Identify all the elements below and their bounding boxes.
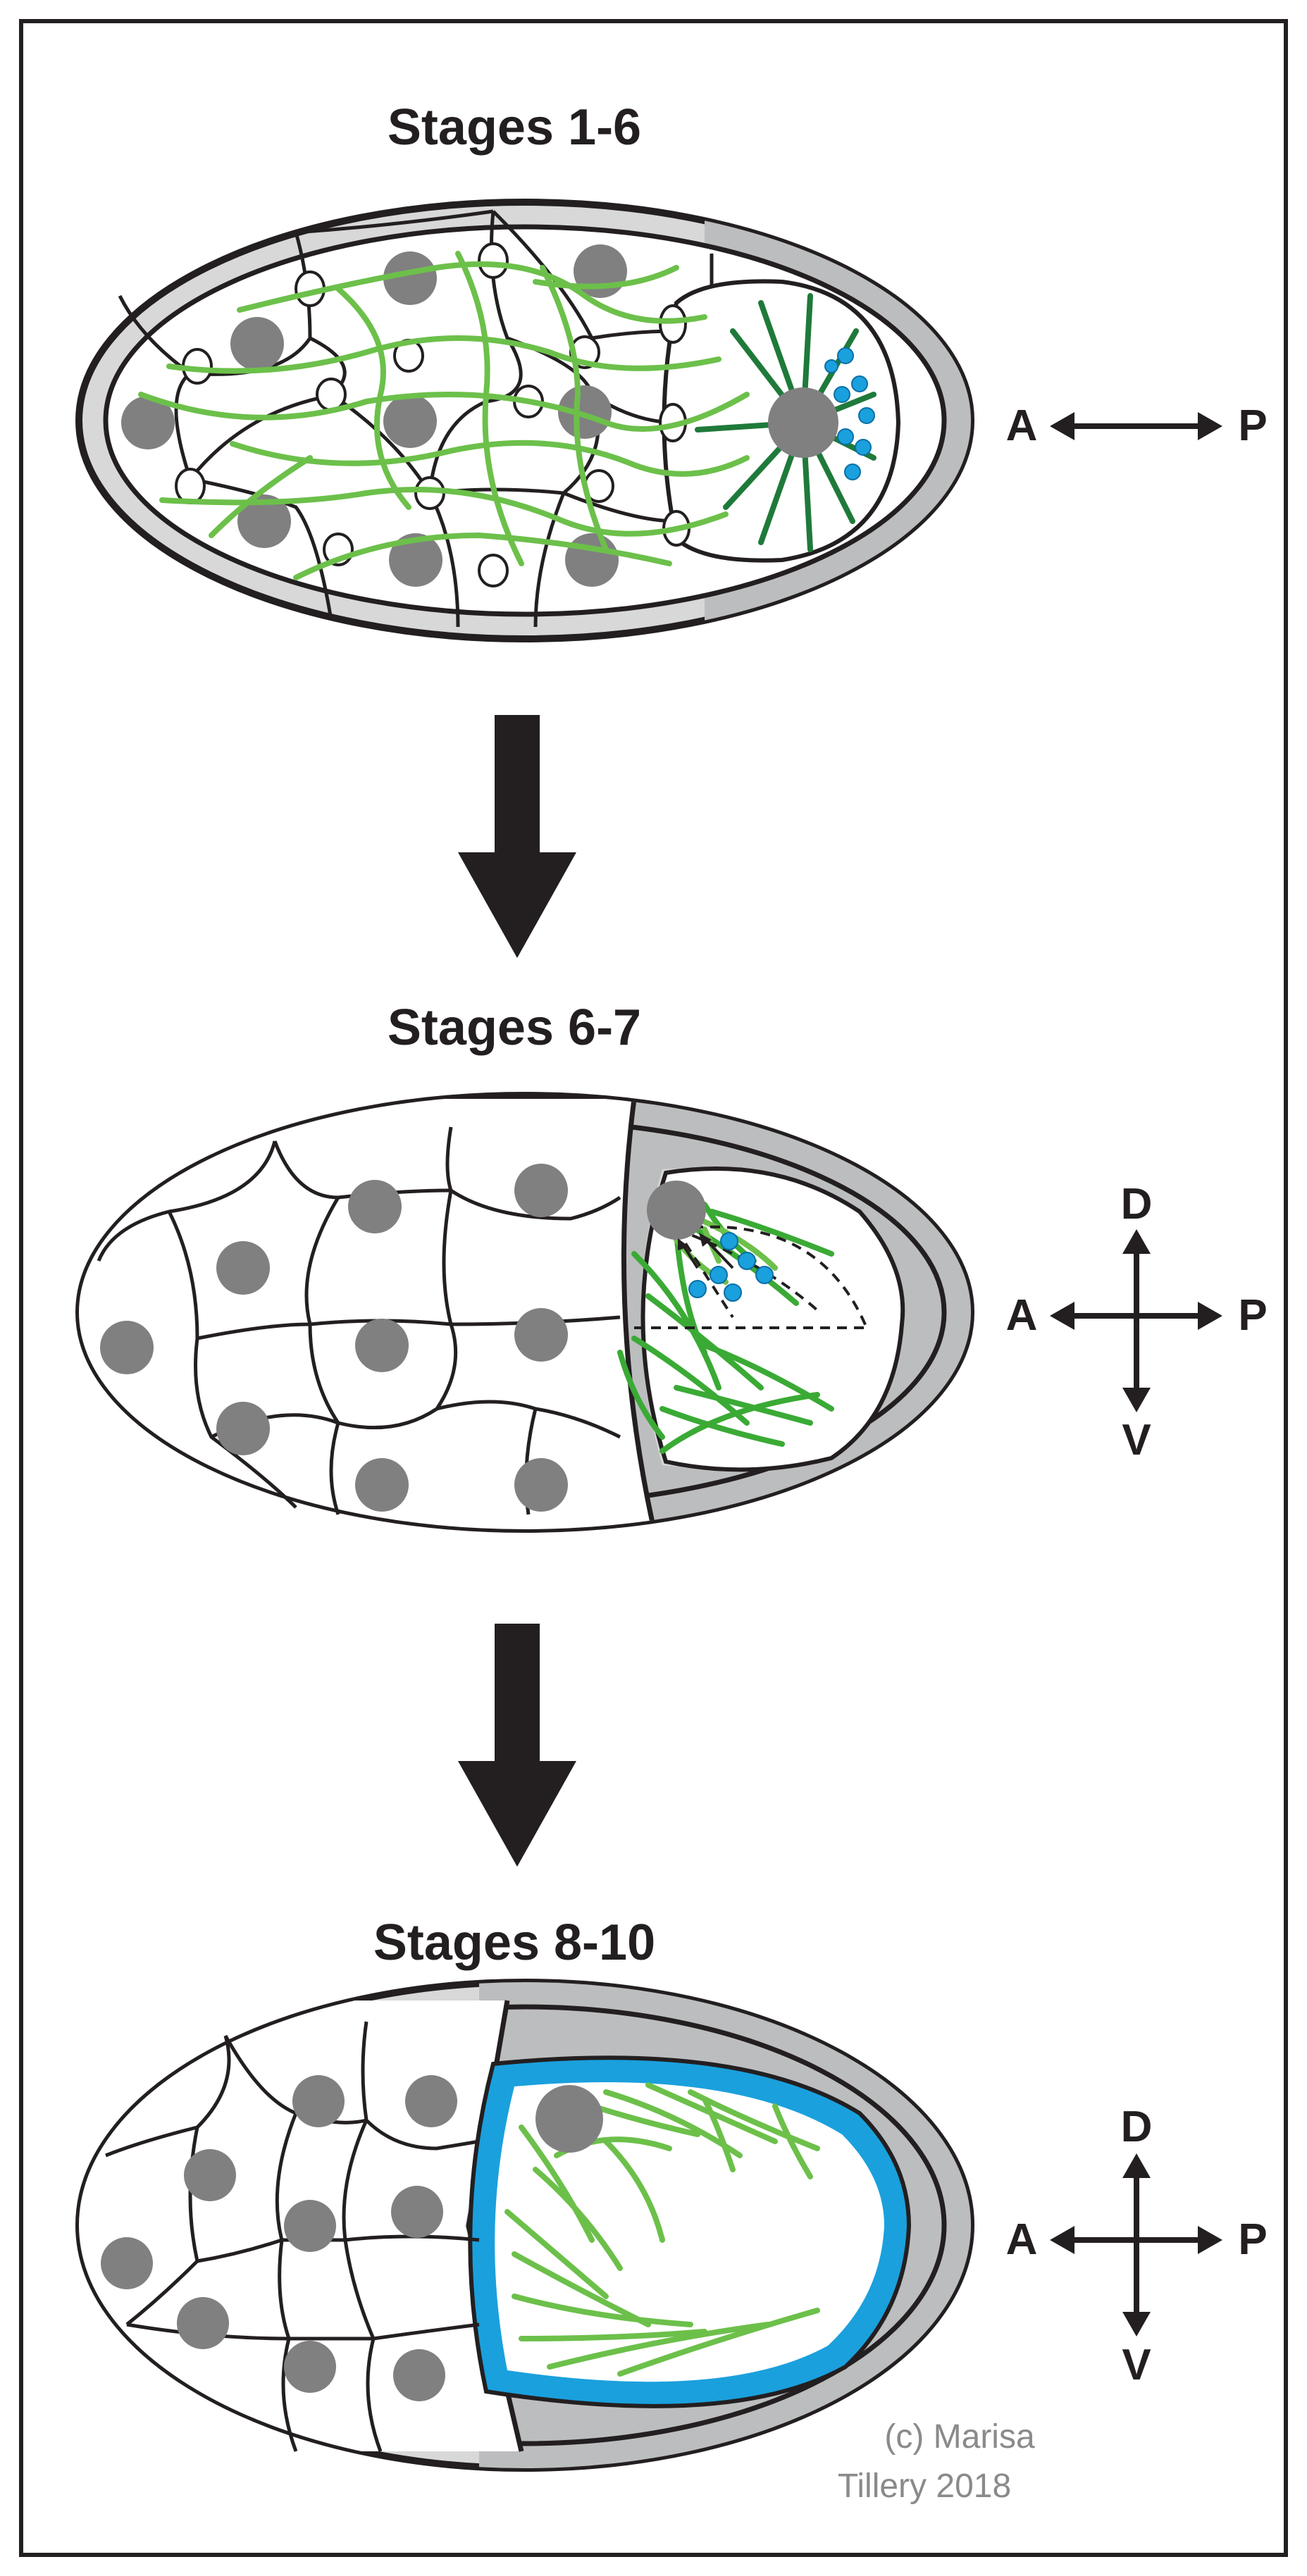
egg-chamber [75, 1092, 974, 1533]
oocyte-nucleus [647, 1181, 706, 1240]
axis-label-v: V [1122, 2341, 1151, 2389]
nurse-cell-nuclei [101, 2075, 457, 2401]
panel-title: Stages 1-6 [388, 99, 641, 156]
axis-label-p: P [1238, 1291, 1267, 1340]
dashed-arc [634, 1225, 868, 1329]
axis-indicator: D A P V [1006, 1180, 1268, 1464]
panel-stages-6-7: Stages 6-7 [75, 1000, 1268, 1533]
down-arrow-icon [458, 1624, 576, 1867]
axis-label-d: D [1121, 1180, 1153, 1228]
egg-chamber [75, 199, 974, 642]
axis-label-p: P [1238, 402, 1267, 450]
axis-indicator: A P [1006, 402, 1268, 450]
microtubules [138, 251, 750, 580]
axis-label-v: V [1122, 1416, 1151, 1464]
axis-label-a: A [1006, 1291, 1038, 1340]
credit-line-2: Tillery 2018 [838, 2468, 1011, 2505]
axis-label-a: A [1006, 402, 1038, 450]
panel-title: Stages 8-10 [373, 1915, 655, 1971]
posterior-markers [688, 1232, 774, 1302]
down-arrow-icon [458, 715, 576, 958]
axis-label-a: A [1006, 2215, 1038, 2264]
nurse-cell-nuclei [121, 244, 627, 587]
double-arrow-ap-icon [1050, 412, 1222, 440]
axis-label-p: P [1238, 2215, 1267, 2264]
oocyte-microtubules [617, 1202, 834, 1454]
credit-line-1: (c) Marisa [884, 2418, 1035, 2456]
oocyte-nucleus [535, 2085, 603, 2153]
oocyte-nucleus [768, 387, 838, 458]
oocyte [495, 2082, 884, 2382]
axis-label-d: D [1121, 2103, 1153, 2151]
panel-stages-8-10: Stages 8-10 [75, 1915, 1268, 2505]
figure-border [19, 19, 1288, 2557]
four-way-arrow-icon [1050, 2153, 1222, 2337]
nurse-cell-nuclei [100, 1164, 568, 1512]
axis-indicator: D A P V [1006, 2103, 1268, 2389]
panel-stages-1-6: Stages 1-6 [75, 99, 1268, 642]
panel-title: Stages 6-7 [388, 1000, 641, 1056]
oocyte-microtubules [504, 2082, 820, 2377]
four-way-arrow-icon [1050, 1229, 1222, 1412]
posterior-markers [824, 347, 875, 480]
egg-chamber [75, 1979, 974, 2472]
transport-arrows [678, 1233, 734, 1269]
